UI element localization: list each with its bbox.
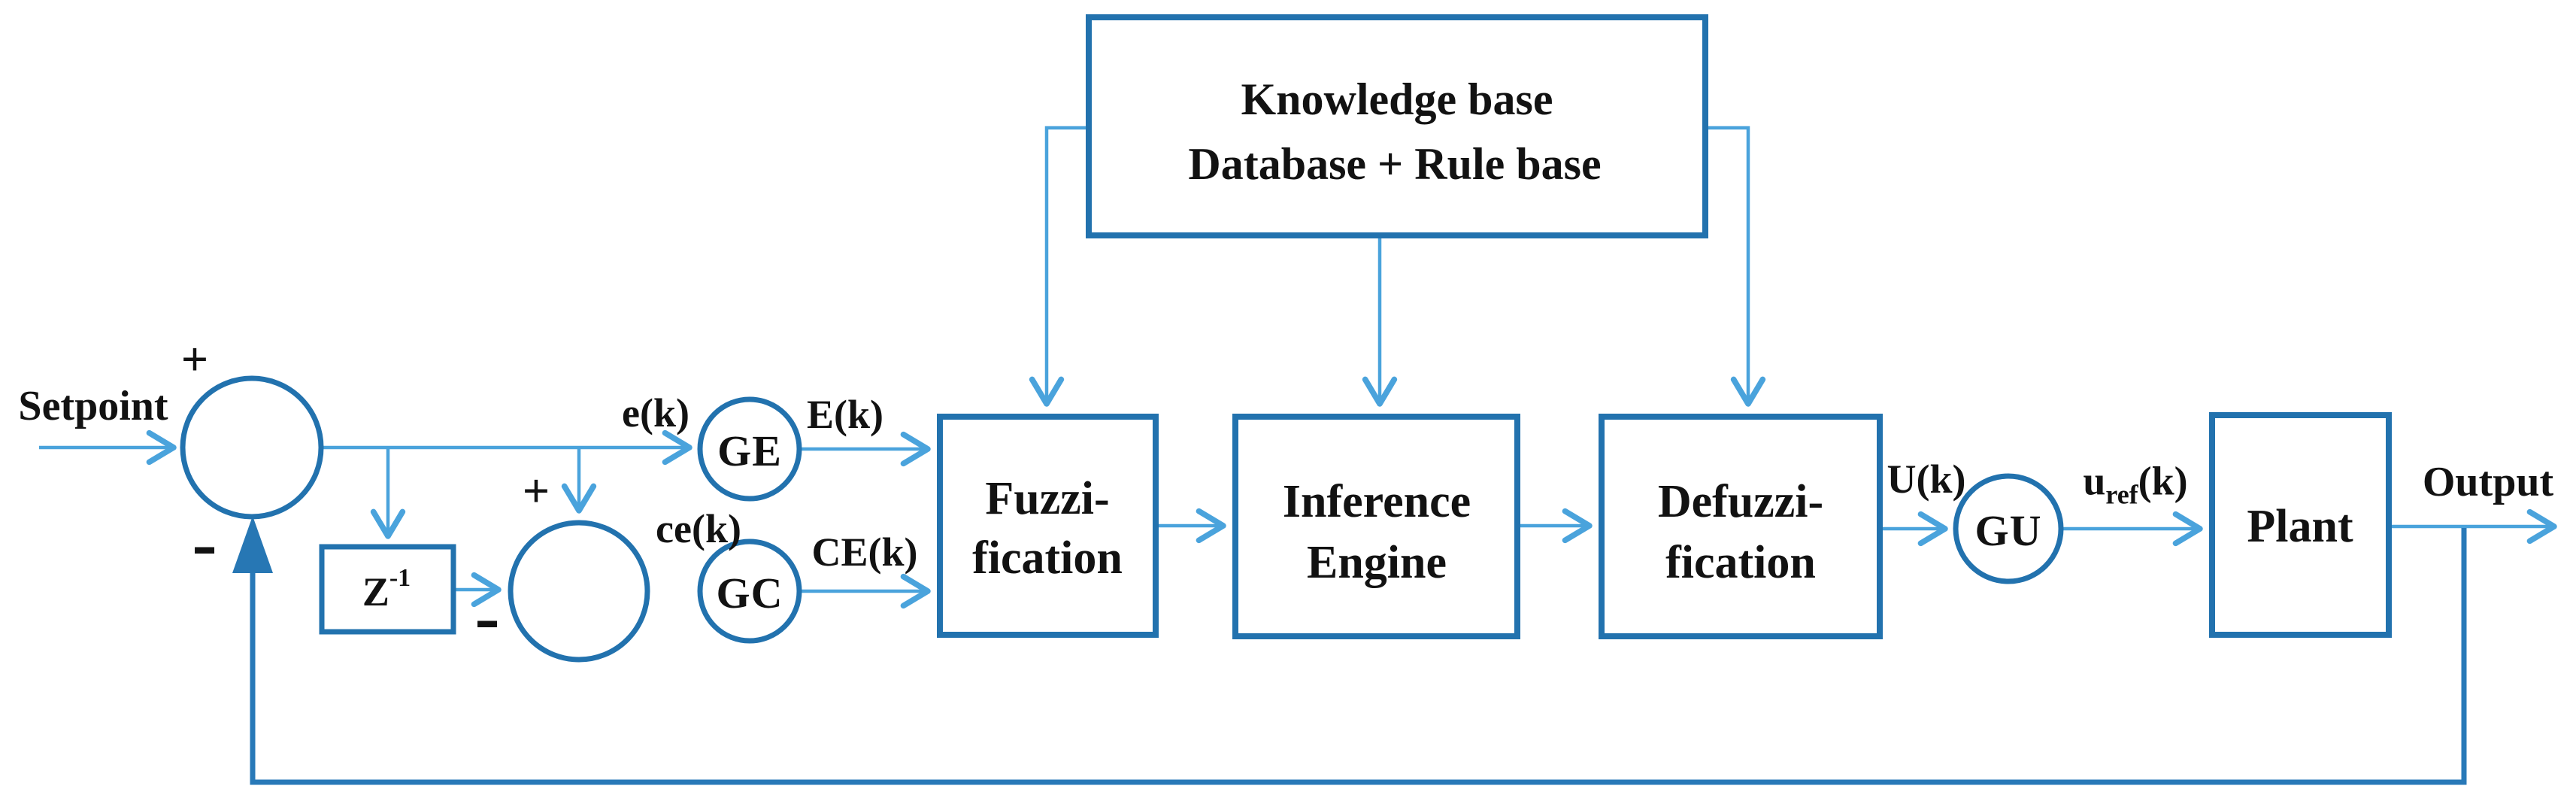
gain-ge-circle bbox=[697, 396, 802, 502]
feedback-line bbox=[250, 528, 2467, 785]
feedback-arrowhead-icon bbox=[232, 516, 273, 573]
kb-to-fuzzification-arrow bbox=[1029, 126, 1089, 407]
kb-to-defuzzification-arrow bbox=[1705, 126, 1766, 407]
uref-suffix-text: (k) bbox=[2138, 458, 2188, 504]
sum2-plus-sign: + bbox=[522, 464, 550, 517]
signal-ce-label: ce(k) bbox=[656, 506, 741, 551]
knowledge-base-title-line1: Knowledge base bbox=[1241, 74, 1553, 124]
gain-ge-label: GE bbox=[717, 426, 782, 475]
delay-base-text: Z bbox=[362, 569, 389, 614]
inference-engine-label-line1: Inference bbox=[1282, 476, 1471, 527]
sum1-minus-sign: - bbox=[192, 501, 217, 584]
delay-exponent-text: -1 bbox=[389, 564, 411, 592]
delay-block bbox=[319, 544, 456, 635]
output-label: Output bbox=[2422, 459, 2554, 505]
fuzzification-label-line2: fication bbox=[972, 532, 1123, 584]
fuzzification-block bbox=[937, 414, 1159, 638]
uref-sub-text: ref bbox=[2105, 479, 2138, 510]
fuzzification-label-line1: Fuzzi- bbox=[985, 473, 1110, 524]
signal-e-label: e(k) bbox=[622, 390, 689, 435]
plant-label: Plant bbox=[2247, 501, 2353, 552]
delay-block-label: Z-1 bbox=[362, 564, 411, 614]
inference-engine-label-line2: Engine bbox=[1306, 537, 1447, 588]
sum2-minus-sign: - bbox=[474, 575, 500, 658]
inference-engine-block bbox=[1232, 414, 1520, 639]
signal-E-label: E(k) bbox=[806, 392, 884, 437]
gain-gc-label: GC bbox=[716, 569, 783, 617]
signal-uref-label: uref(k) bbox=[2083, 461, 2187, 508]
signal-CE-label: CE(k) bbox=[811, 529, 918, 575]
summing-junction-1 bbox=[180, 375, 324, 520]
knowledge-base-block bbox=[1086, 14, 1708, 238]
uref-base-text: u bbox=[2083, 458, 2106, 504]
defuzzification-label-line1: Defuzzi- bbox=[1657, 476, 1824, 527]
signal-U-label: U(k) bbox=[1887, 457, 1966, 502]
defuzzification-block bbox=[1599, 414, 1883, 639]
gain-gu-label: GU bbox=[1974, 506, 2042, 555]
knowledge-base-title-line2: Database + Rule base bbox=[1188, 139, 1602, 189]
defuzzification-label-line2: fication bbox=[1665, 537, 1816, 588]
setpoint-label: Setpoint bbox=[18, 383, 168, 429]
summing-junction-2 bbox=[508, 520, 650, 663]
sum1-plus-sign: + bbox=[180, 332, 209, 386]
gain-gu-circle bbox=[1953, 473, 2064, 584]
gain-gc-circle bbox=[697, 539, 802, 644]
plant-block bbox=[2209, 412, 2392, 638]
